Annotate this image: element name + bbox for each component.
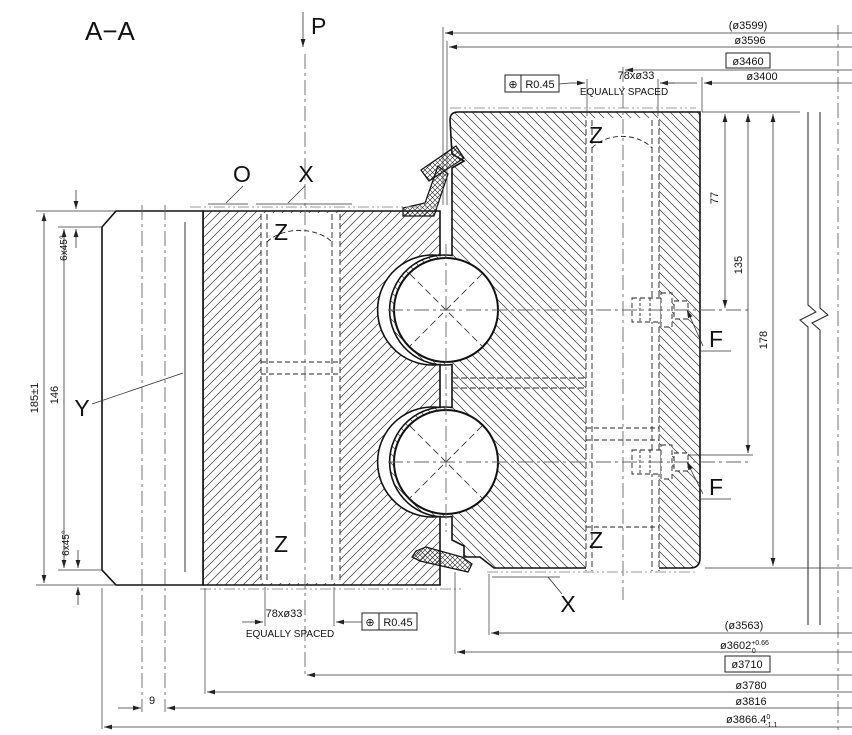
dim-holes-bottom: 78xø33: [266, 608, 303, 620]
position-symbol: ⊕: [365, 617, 374, 629]
o-leader: [225, 185, 244, 204]
bottom-seal: [411, 546, 473, 573]
dim-3710: ø3710: [731, 659, 762, 671]
phantom-surface-lines: [190, 107, 698, 590]
dim-3816: ø3816: [735, 696, 766, 708]
tolerance-value: R0.45: [383, 617, 412, 629]
mark-z-outer-bottom: Z: [589, 527, 603, 553]
y-leader: [91, 372, 184, 405]
dim-77: 77: [709, 192, 721, 204]
mark-x-bottom: X: [560, 591, 575, 617]
dim-3599: (ø3599): [729, 20, 768, 32]
dim-3563: (ø3563): [725, 620, 764, 632]
mark-f-upper: F: [709, 326, 723, 352]
tolerance-frame-bottom: ⊕ R0.45: [361, 612, 418, 631]
dim-9: 9: [149, 695, 155, 707]
gear-tooth-zone: [101, 210, 204, 586]
boxed-dim-3710: [724, 655, 771, 673]
mark-x-top: X: [298, 161, 313, 187]
x-bottom-leader: [547, 576, 563, 595]
mark-o: O: [233, 161, 251, 187]
dim-holes-top: 78xø33: [618, 70, 655, 82]
dim-chamfer-top: 6x45°: [59, 235, 70, 261]
mark-z-inner-top: Z: [274, 219, 288, 245]
dim-3596: ø3596: [734, 35, 765, 47]
mark-z-inner-bottom: Z: [274, 531, 288, 557]
inner-ring-bolt-hole: [260, 213, 341, 583]
dim-185: 185±1: [29, 383, 41, 414]
f-upper-leader: [686, 309, 704, 347]
extension-lines: [36, 27, 852, 729]
dim-3780: ø3780: [735, 680, 766, 692]
mark-z-outer-top: Z: [589, 122, 603, 148]
mark-f-lower: F: [709, 474, 723, 500]
dimension-lines: [41, 12, 852, 730]
tolerance-frame-top: ⊕ R0.45: [504, 74, 560, 93]
boxed-dim-3460: [725, 52, 771, 69]
x-top-leader: [287, 185, 306, 204]
f-lower-leader: [686, 461, 704, 495]
centerlines: [141, 25, 839, 730]
dim-spaced-top: EQUALLY SPACED: [580, 87, 668, 98]
p-marker-label: P: [311, 13, 326, 39]
top-seal: [402, 145, 465, 217]
dim-chamfer-bottom: 6x45°: [61, 530, 72, 556]
dim-146: 146: [49, 386, 61, 404]
dim-3400: ø3400: [746, 71, 777, 83]
break-lines: [799, 112, 829, 625]
section-title: A−A: [85, 16, 136, 46]
mark-y: Y: [74, 395, 89, 421]
dim-3460: ø3460: [732, 56, 763, 68]
dim-spaced-bottom: EQUALLY SPACED: [246, 629, 334, 640]
dim-178: 178: [758, 331, 770, 349]
grease-duct: [452, 377, 586, 389]
outer-ring-bolt-hole: [585, 118, 660, 571]
position-symbol: ⊕: [508, 79, 517, 91]
dim-135: 135: [733, 256, 745, 274]
dim-3866: ø3866.40-1.1: [726, 714, 777, 729]
tolerance-value: R0.45: [525, 79, 554, 91]
